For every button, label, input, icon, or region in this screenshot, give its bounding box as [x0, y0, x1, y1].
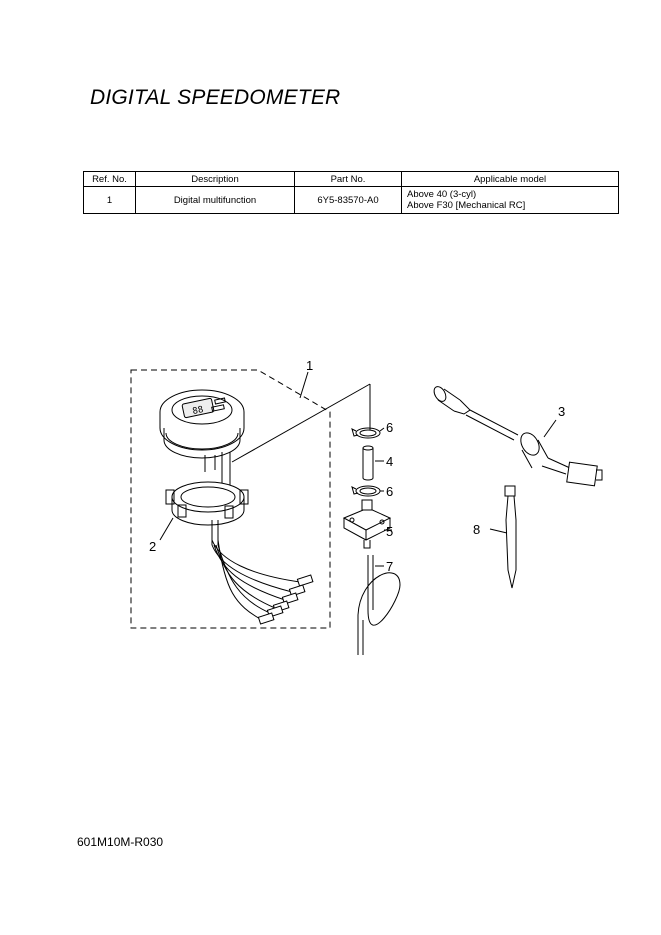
callout-7: 7 — [386, 559, 393, 574]
assembly-boundary — [130, 369, 331, 629]
cell-applicable-model: Above 40 (3-cyl) Above F30 [Mechanical R… — [401, 186, 619, 214]
page-title: DIGITAL SPEEDOMETER — [90, 86, 341, 109]
callout-6-upper: 6 — [386, 420, 393, 435]
tube — [362, 445, 374, 481]
hose-clamp-upper — [351, 427, 381, 439]
cell-ref-no: 1 — [83, 186, 136, 214]
model-line-1: Above 40 (3-cyl) — [407, 189, 477, 200]
exploded-parts-diagram: 88 — [130, 358, 603, 655]
callout-2: 2 — [149, 539, 156, 554]
wire-harness — [211, 520, 314, 625]
catalog-code: 601M10M-R030 — [77, 835, 164, 849]
header-description: Description — [135, 171, 295, 187]
hose — [357, 555, 401, 655]
header-part-no: Part No. — [294, 171, 402, 187]
svg-text:88: 88 — [192, 405, 205, 417]
pressure-sensor — [342, 499, 392, 549]
callout-4: 4 — [386, 454, 393, 469]
cell-part-no: 6Y5-83570-A0 — [294, 186, 402, 214]
callout-3: 3 — [558, 404, 565, 419]
header-applicable-model: Applicable model — [401, 171, 619, 187]
cable-tie — [489, 485, 517, 589]
header-ref-no: Ref. No. — [83, 171, 136, 187]
table-row: 1 Digital multifunction 6Y5-83570-A0 Abo… — [83, 186, 619, 214]
parts-table: Ref. No. Description Part No. Applicable… — [83, 171, 619, 214]
sensor-cable — [433, 386, 603, 487]
callout-8: 8 — [473, 522, 480, 537]
callout-6-lower: 6 — [386, 484, 393, 499]
table-header-row: Ref. No. Description Part No. Applicable… — [83, 171, 619, 187]
callout-1: 1 — [306, 358, 313, 373]
ring-nut — [159, 481, 249, 541]
hose-clamp-lower — [351, 485, 381, 497]
callout-5: 5 — [386, 524, 393, 539]
model-line-2: Above F30 [Mechanical RC] — [407, 200, 526, 211]
cell-description: Digital multifunction — [135, 186, 295, 214]
speedometer-gauge: 88 — [159, 389, 245, 500]
